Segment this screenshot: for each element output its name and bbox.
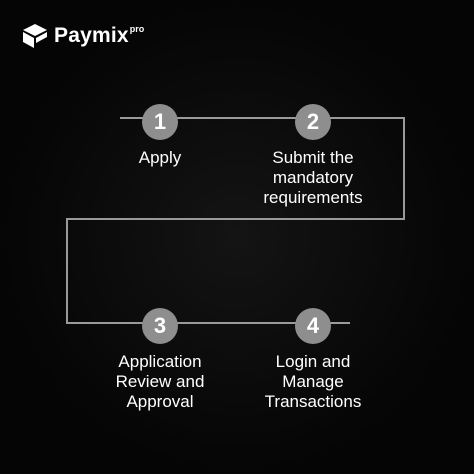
brand-logo: Paymix pro (22, 21, 144, 51)
step-label: Application Review and Approval (115, 352, 205, 411)
step-number: 2 (295, 104, 331, 140)
brand-suffix: pro (129, 24, 145, 34)
step-3: 3 Application Review and Approval (80, 308, 240, 412)
step-number: 4 (295, 308, 331, 344)
step-1: 1 Apply (80, 104, 240, 168)
step-2: 2 Submit the mandatory requirements (233, 104, 393, 208)
step-number: 3 (142, 308, 178, 344)
brand-name: Paymix (54, 24, 129, 47)
paymix-logo-icon (23, 24, 47, 48)
step-4: 4 Login and Manage Transactions (233, 308, 393, 412)
connector-main (66, 117, 405, 324)
step-label: Apply (138, 148, 182, 167)
step-number: 1 (142, 104, 178, 140)
step-label: Login and Manage Transactions (264, 352, 362, 411)
step-label: Submit the mandatory requirements (263, 148, 363, 207)
